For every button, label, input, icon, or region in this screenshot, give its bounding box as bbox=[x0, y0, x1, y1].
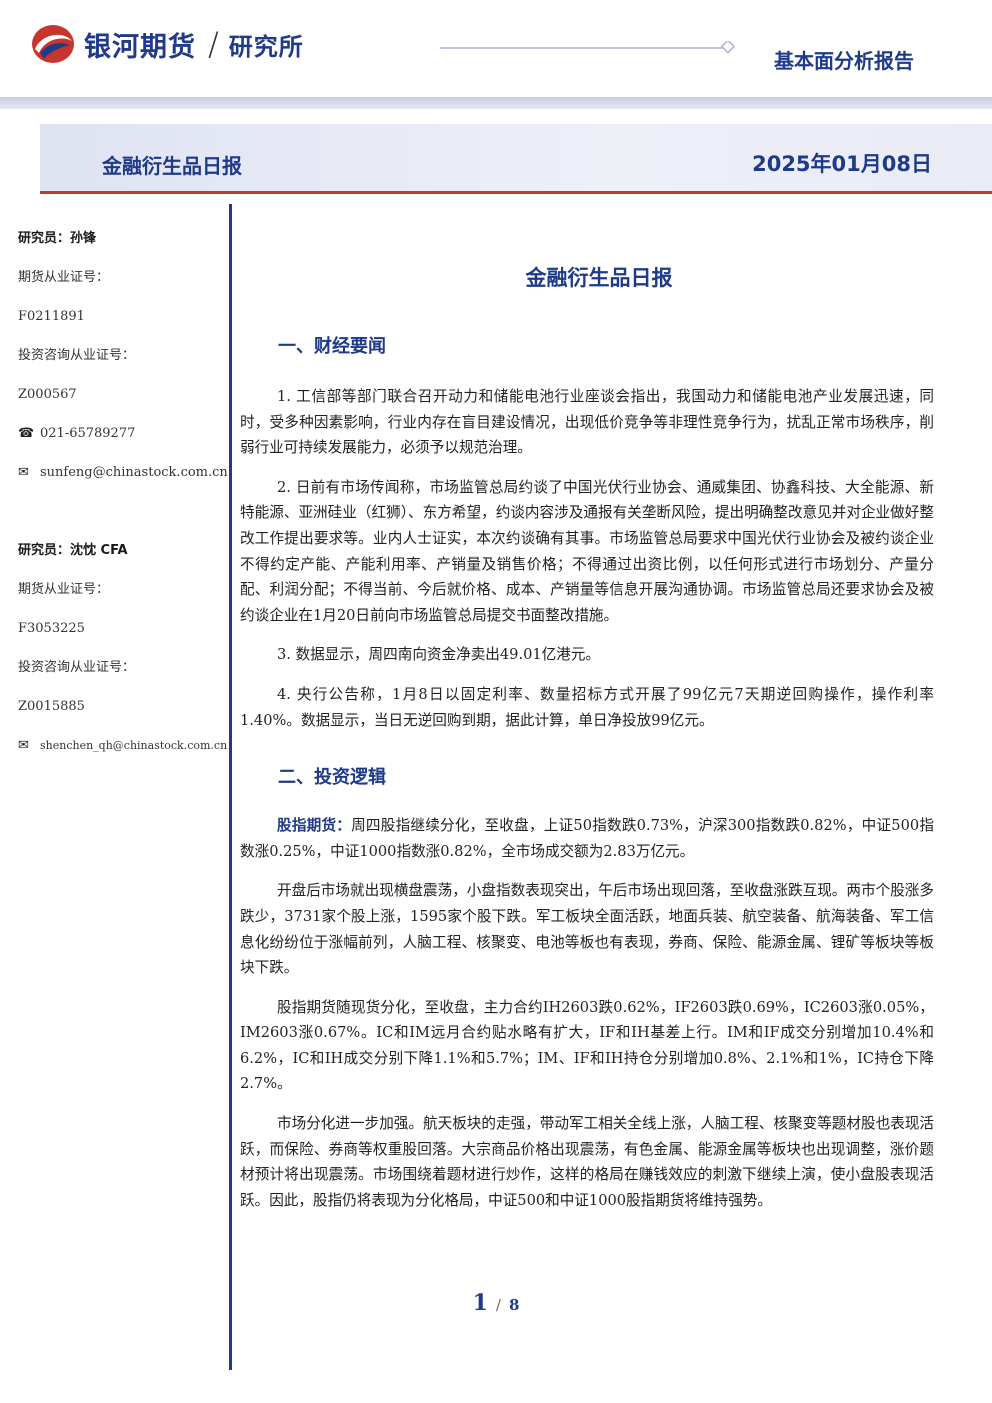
page-number: 1 / 8 bbox=[0, 1290, 992, 1316]
page-separator: / bbox=[495, 1296, 501, 1314]
lead-text: 周四股指继续分化，至收盘，上证50指数跌0.73%，沪深300指数跌0.82%，… bbox=[240, 817, 934, 860]
report-date: 2025年01月08日 bbox=[752, 152, 932, 176]
logic-paragraph: 股指期货：周四股指继续分化，至收盘，上证50指数跌0.73%，沪深300指数跌0… bbox=[240, 813, 934, 864]
futures-cert-label: 期货从业证号： bbox=[18, 270, 110, 285]
news-paragraph: 4. 央行公告称，1月8日以固定利率、数量招标方式开展了99亿元7天期逆回购操作… bbox=[240, 685, 934, 729]
analyst-name: 研究员：孙锋 bbox=[18, 231, 97, 246]
mail-icon: ✉ bbox=[18, 465, 29, 480]
current-page: 1 bbox=[472, 1290, 488, 1316]
institute-name: 研究所 bbox=[228, 32, 304, 61]
futures-cert-label: 期货从业证号： bbox=[18, 582, 110, 597]
futures-cert-number: F3053225 bbox=[18, 621, 85, 636]
email-address[interactable]: shenchen_qh@chinastock.com.cn bbox=[40, 739, 228, 752]
consult-cert-number: Z000567 bbox=[18, 387, 77, 402]
logic-paragraph: 市场分化进一步加强。航天板块的走强，带动军工相关全线上涨，人脑工程、核聚变等题材… bbox=[240, 1115, 934, 1209]
analyst-email[interactable]: ✉ sunfeng@chinastock.com.cn bbox=[18, 462, 228, 501]
phone-icon: ☎ bbox=[18, 426, 35, 441]
consult-cert-label: 投资咨询从业证号： bbox=[18, 660, 136, 675]
news-paragraph: 3. 数据显示，周四南向资金净卖出49.01亿港元。 bbox=[277, 646, 601, 664]
section-heading: 二、投资逻辑 bbox=[278, 767, 386, 789]
news-paragraph: 1. 工信部等部门联合召开动力和储能电池行业座谈会指出，我国动力和储能电池产业发… bbox=[240, 388, 934, 457]
header-band bbox=[0, 97, 992, 109]
analyst-name: 研究员：沈忱 CFA bbox=[18, 543, 128, 558]
analyst-email[interactable]: ✉ shenchen_qh@chinastock.com.cn bbox=[18, 735, 227, 774]
email-address[interactable]: sunfeng@chinastock.com.cn bbox=[40, 465, 228, 480]
logo-divider: / bbox=[208, 25, 219, 63]
company-name: 银河期货 bbox=[84, 31, 196, 63]
stock-index-futures-label: 股指期货： bbox=[277, 817, 352, 835]
analyst-sidebar: 研究员：孙锋 期货从业证号： F0211891 投资咨询从业证号： Z00056… bbox=[18, 228, 228, 774]
title-bar: 金融衍生品日报 2025年01月08日 bbox=[40, 124, 992, 194]
sidebar-divider bbox=[229, 204, 232, 1370]
logic-paragraph: 股指期货随现货分化，至收盘，主力合约IH2603跌0.62%，IF2603跌0.… bbox=[240, 998, 934, 1093]
header-decor-line bbox=[440, 41, 736, 54]
report-title: 金融衍生品日报 bbox=[102, 154, 242, 178]
logic-paragraph: 开盘后市场就出现横盘震荡，小盘指数表现突出，午后市场出现回落，至收盘涨跌互现。两… bbox=[240, 882, 934, 977]
analyst-phone: ☎ 021-65789277 bbox=[18, 423, 223, 462]
consult-cert-label: 投资咨询从业证号： bbox=[18, 348, 136, 363]
section-heading: 一、财经要闻 bbox=[278, 336, 386, 357]
futures-cert-number: F0211891 bbox=[18, 309, 85, 324]
consult-cert-number: Z0015885 bbox=[18, 699, 85, 714]
mail-icon: ✉ bbox=[18, 738, 29, 753]
main-content: 金融衍生品日报 一、财经要闻 1. 工信部等部门联合召开动力和储能电池行业座谈会… bbox=[240, 262, 934, 1213]
total-pages: 8 bbox=[508, 1296, 520, 1314]
news-paragraph: 2. 日前有市场传闻称，市场监管总局约谈了中国光伏行业协会、通威集团、协鑫科技、… bbox=[240, 478, 934, 624]
galaxy-logo-icon bbox=[30, 23, 76, 65]
phone-number: 021-65789277 bbox=[40, 426, 136, 441]
document-title: 金融衍生品日报 bbox=[525, 266, 673, 290]
report-type: 基本面分析报告 bbox=[774, 49, 914, 73]
company-logo: 银河期货 / 研究所 bbox=[30, 22, 304, 66]
